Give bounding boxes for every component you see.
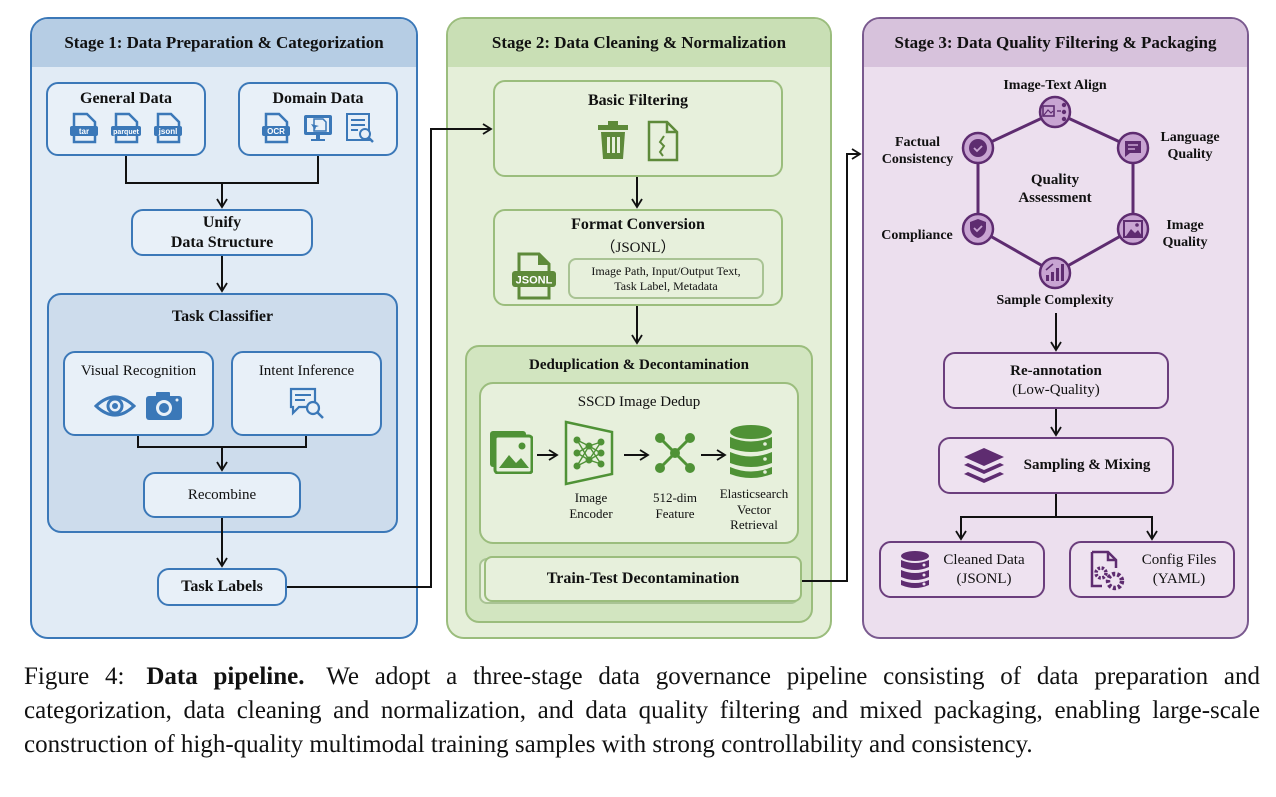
database-icon-purple — [901, 550, 930, 588]
format-fields-line2: Task Label, Metadata — [614, 278, 718, 293]
stage-1-title: Stage 1: Data Preparation & Categorizati… — [32, 19, 416, 67]
reannotation-title: Re-annotation — [1010, 362, 1102, 379]
task-labels-box: Task Labels — [157, 568, 287, 606]
task-classifier-title: Task Classifier — [171, 308, 274, 325]
image-text-align-label: Image-Text Align — [1003, 78, 1107, 93]
jsonl-file-icon-green: JSONL — [512, 252, 556, 300]
format-fields-box: Image Path, Input/Output Text, Task Labe… — [568, 258, 764, 299]
unify-line2: Data Structure — [170, 233, 274, 251]
unify-data-structure-box: Unify Data Structure — [131, 209, 313, 256]
database-icon — [730, 425, 772, 478]
train-test-label: Train-Test Decontamination — [546, 570, 740, 587]
layers-icon — [963, 447, 1004, 483]
feature-node-icon — [655, 433, 695, 473]
svg-text:OCR: OCR — [267, 127, 285, 136]
task-labels-label: Task Labels — [181, 578, 263, 595]
intent-inference-label: Intent Inference — [258, 363, 355, 379]
intent-inference-box: Intent Inference — [231, 351, 382, 436]
corrupted-file-icon — [647, 120, 679, 162]
cleaned-data-box: Cleaned Data(JSONL) — [879, 541, 1045, 598]
document-search-icon — [346, 113, 374, 143]
basic-filtering-box: Basic Filtering — [493, 80, 783, 177]
ocr-file-icon: OCR — [262, 112, 290, 144]
neural-network-encoder-icon — [564, 420, 614, 486]
general-data-box: General Data tar parquet jsonl — [46, 82, 206, 156]
reannotation-subtitle: (Low-Quality) — [1012, 381, 1100, 398]
chat-icon — [1116, 131, 1150, 165]
image-text-align-icon — [1038, 95, 1072, 129]
check-circle-icon — [961, 131, 995, 165]
format-conversion-subtitle: （JSONL） — [600, 240, 676, 256]
format-conversion-title: Format Conversion — [571, 216, 705, 233]
caption-title: Data pipeline. — [146, 663, 305, 690]
svg-text:tar: tar — [79, 127, 89, 136]
svg-text:jsonl: jsonl — [158, 127, 178, 136]
caption-label: Figure 4: — [24, 663, 125, 690]
quality-hexagon — [961, 95, 1150, 290]
format-fields-line1: Image Path, Input/Output Text, — [591, 263, 741, 278]
trash-icon — [598, 121, 628, 159]
eye-icon — [93, 395, 136, 417]
jsonl-file-icon: jsonl — [154, 112, 182, 144]
dedup-title: Deduplication & Decontamination — [528, 357, 749, 373]
sampling-mixing-box: Sampling & Mixing — [938, 437, 1174, 494]
image-stack-icon — [490, 431, 533, 474]
image-icon — [1116, 212, 1150, 246]
config-files-box: Config Files(YAML) — [1069, 541, 1235, 598]
recombine-box: Recombine — [143, 472, 301, 518]
screen-document-icon — [304, 115, 332, 141]
domain-data-box: Domain Data OCR — [238, 82, 398, 156]
general-data-title: General Data — [80, 90, 172, 107]
config-files-label: Config Files(YAML) — [1141, 551, 1217, 587]
cleaned-data-label: Cleaned Data(JSONL) — [943, 551, 1025, 587]
jsonl-icon-text: JSONL — [516, 275, 553, 287]
domain-data-title: Domain Data — [272, 90, 364, 107]
stage-2-title: Stage 2: Data Cleaning & Normalization — [448, 19, 830, 67]
train-test-decontamination-box: Train-Test Decontamination — [484, 556, 802, 602]
sample-complexity-label: Sample Complexity — [996, 293, 1114, 308]
unify-line1: Unify — [202, 214, 242, 232]
reannotation-box: Re-annotation (Low-Quality) — [943, 352, 1169, 409]
stage-3-title: Stage 3: Data Quality Filtering & Packag… — [864, 19, 1247, 67]
svg-text:parquet: parquet — [113, 129, 139, 136]
parquet-file-icon: parquet — [111, 112, 141, 144]
shield-check-icon — [961, 212, 995, 246]
tar-file-icon: tar — [70, 112, 98, 144]
basic-filtering-title: Basic Filtering — [588, 92, 688, 109]
bar-chart-icon — [1038, 256, 1072, 290]
visual-recognition-box: Visual Recognition — [63, 351, 214, 436]
chat-search-icon — [289, 387, 324, 419]
camera-icon — [145, 392, 182, 420]
config-file-gear-icon — [1090, 550, 1124, 590]
compliance-label: Compliance — [881, 228, 953, 243]
recombine-label: Recombine — [187, 486, 257, 503]
figure-caption: Figure 4: Data pipeline. We adopt a thre… — [24, 660, 1260, 762]
sampling-mixing-label: Sampling & Mixing — [1023, 457, 1151, 473]
visual-recognition-label: Visual Recognition — [80, 363, 197, 379]
caption-text: We adopt a three-stage data governance p… — [24, 663, 1261, 758]
sscd-title: SSCD Image Dedup — [577, 394, 701, 410]
